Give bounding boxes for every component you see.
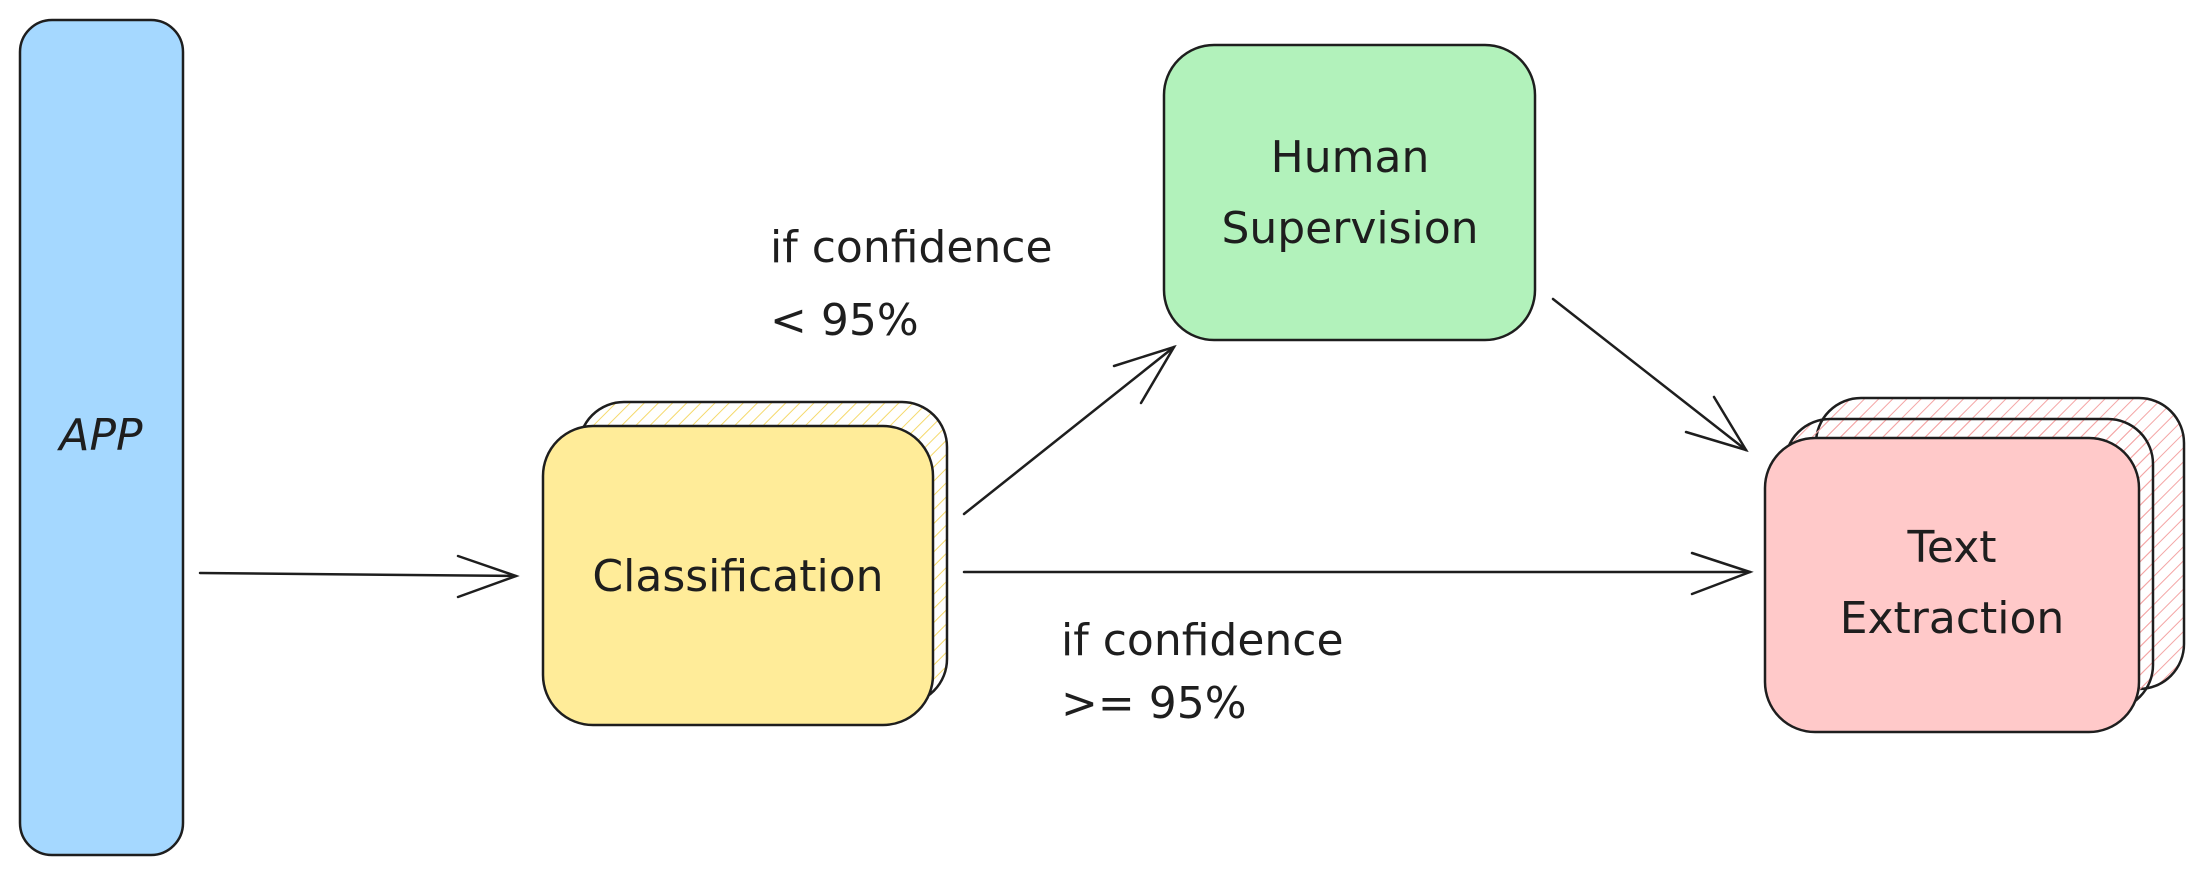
- text-extraction-box: [1763, 436, 2141, 734]
- low-confidence-label-line2: < 95%: [770, 295, 919, 346]
- classification-label: Classification: [592, 551, 883, 602]
- low-confidence-label-line1: if confidence: [770, 222, 1053, 273]
- text-extraction-label-line1: Text: [1907, 522, 1997, 573]
- human-supervision-label-line2: Supervision: [1221, 203, 1478, 254]
- low-confidence-label: if confidence < 95%: [770, 222, 1053, 346]
- high-confidence-label-line1: if confidence: [1061, 615, 1344, 666]
- app-label: APP: [56, 410, 143, 461]
- human-supervision-label-line1: Human: [1271, 132, 1430, 183]
- classification-box: [541, 424, 935, 727]
- human-supervision-node: Human Supervision: [1162, 43, 1537, 342]
- text-extraction-label-line2: Extraction: [1840, 593, 2065, 644]
- classification-node: Classification: [541, 400, 949, 727]
- text-extraction-node: Text Extraction: [1763, 396, 2186, 734]
- app-node: APP: [18, 18, 185, 857]
- arrow-app-to-classification: [198, 554, 520, 599]
- high-confidence-label: if confidence >= 95%: [1061, 615, 1344, 729]
- arrow-classification-to-human-supervision: [962, 344, 1177, 516]
- high-confidence-label-line2: >= 95%: [1061, 678, 1247, 729]
- app-box: [18, 18, 185, 857]
- human-supervision-box: [1162, 43, 1537, 342]
- arrow-classification-to-text-extraction: [962, 551, 1754, 596]
- arrow-human-supervision-to-text-extraction: [1551, 297, 1749, 453]
